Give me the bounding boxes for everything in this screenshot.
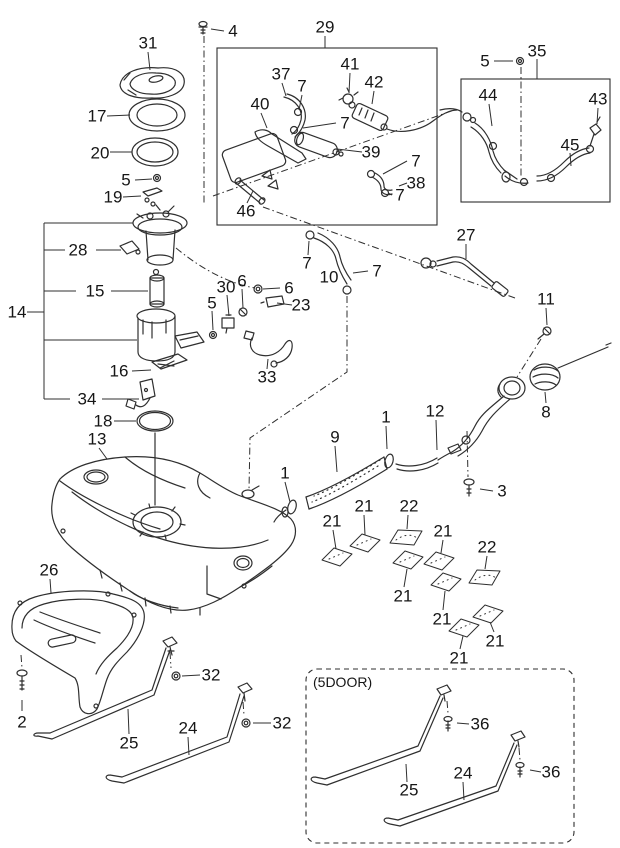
hose-37-drawing <box>283 96 302 135</box>
elbow-38-drawing <box>366 169 393 198</box>
bracket-40-drawing <box>254 129 307 164</box>
pad-21 <box>321 547 353 567</box>
bolt-2-drawing <box>16 669 28 677</box>
pad-22 <box>389 529 423 546</box>
lock-ring-drawing <box>128 98 186 132</box>
hose-10-drawing <box>305 230 352 295</box>
hose-9-drawing <box>305 456 388 510</box>
leader-lines <box>21 28 599 801</box>
canister-assembly-drawing <box>221 87 458 205</box>
fuel-pump-cap-drawing <box>119 67 185 99</box>
parts <box>11 20 612 827</box>
pad-21 <box>472 604 504 624</box>
fuel-tank-drawing <box>51 432 297 616</box>
hose-12-drawing <box>395 457 439 472</box>
pad-21 <box>349 533 381 553</box>
valve-41-drawing <box>338 87 359 109</box>
five-door-box-label: (5DOOR) <box>313 674 373 690</box>
pump-module-drawing <box>119 205 205 432</box>
pad-21 <box>430 572 462 592</box>
fuel-pump-39-drawing <box>294 131 344 159</box>
pad-22 <box>468 569 501 586</box>
box-35-outline <box>460 78 611 203</box>
box-5door-outline <box>305 668 575 844</box>
five-door-straps-drawing <box>310 684 526 827</box>
valve-cluster-drawing <box>208 284 293 368</box>
bolt-3-drawing <box>463 478 475 497</box>
hose-27-drawing <box>420 256 509 297</box>
fuel-cap-drawing <box>529 363 561 391</box>
pad-21 <box>448 618 480 638</box>
detail-boxes <box>216 47 611 844</box>
bolt-4-drawing <box>198 20 208 35</box>
filler-neck-drawing <box>273 326 612 523</box>
tank-straps-drawing <box>33 636 253 784</box>
valve-42-drawing <box>351 102 458 132</box>
cushion-pads-drawing <box>321 529 504 638</box>
dash-dot-lines <box>20 36 542 761</box>
seal-ring-drawing <box>131 137 179 167</box>
pad-21 <box>392 550 424 570</box>
nut-and-bracket-drawing <box>142 173 163 211</box>
pad-21 <box>423 551 455 571</box>
heat-shield-drawing <box>11 590 145 715</box>
vapor-hose-assembly-drawing <box>439 56 602 187</box>
box-29-outline <box>216 47 438 226</box>
